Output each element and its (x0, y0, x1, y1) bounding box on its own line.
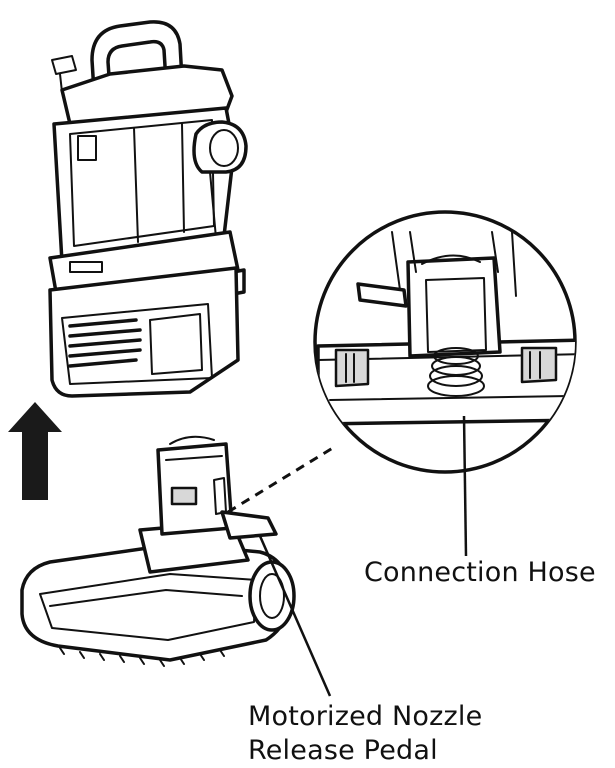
motorized-nozzle (20, 435, 296, 667)
release-pedal-label-line2: Release Pedal (248, 735, 438, 766)
pedal-leader-line (258, 535, 332, 697)
release-pedal-label-line1: Motorized Nozzle (248, 701, 483, 732)
up-arrow-icon (8, 402, 62, 500)
hose-leader-line (462, 415, 468, 557)
magnified-view (313, 210, 577, 557)
vacuum-body (48, 20, 248, 398)
vent-slots (68, 318, 142, 368)
release-pedal-label: Motorized Nozzle Release Pedal (248, 700, 482, 768)
connection-hose-label: Connection Hose (364, 557, 596, 588)
callout-dashed-line (227, 444, 337, 514)
